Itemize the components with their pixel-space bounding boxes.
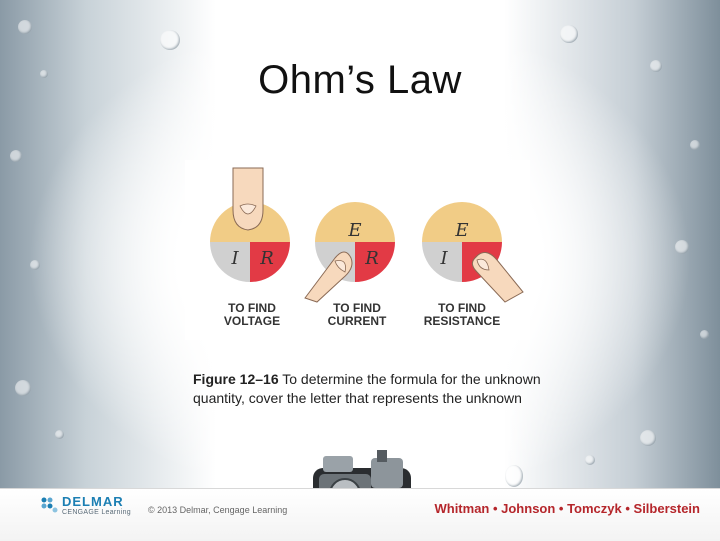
publisher-name: DELMAR [62,494,124,509]
water-drop [650,60,662,72]
label-line-1: TO FIND [333,301,381,315]
water-drop [690,140,700,150]
resistance-label: TO FIND RESISTANCE [417,302,507,328]
letter-i: I [439,248,448,269]
label-line-2: CURRENT [327,314,387,328]
water-drop [585,455,595,465]
circle-top-segment [315,202,395,242]
circle-left-segment [422,242,462,282]
fingernail-icon [334,260,346,273]
water-drop [675,240,689,254]
current-circle: E R [304,202,395,303]
voltage-label: TO FIND VOLTAGE [207,302,297,328]
finger-icon [232,167,264,231]
label-line-1: TO FIND [228,301,276,315]
water-drop [640,430,656,446]
footer-bar [0,488,720,541]
voltage-circle: I R [210,167,290,282]
label-line-2: VOLTAGE [223,314,281,328]
resistance-circle: E I [422,202,524,303]
water-drop [40,70,48,78]
water-drop [505,465,523,487]
water-drop [160,30,180,50]
delmar-logo-icon [41,497,58,513]
label-line-1: TO FIND [438,301,486,315]
copyright-text: © 2013 Delmar, Cengage Learning [148,505,288,515]
water-drop [15,380,31,396]
circle-left-segment [210,242,250,282]
water-drop [18,20,32,34]
letter-r: R [259,248,274,269]
ohms-law-circles: I R E R E I [210,167,524,303]
caption-text: To determine the formula for the unknown… [193,371,541,406]
ohms-law-figure: I R E R E I TO FIND VOLTAGE [185,160,530,340]
letter-i: I [230,248,239,269]
circle-right-segment [355,242,395,282]
publisher-sub: CENGAGE Learning [62,509,131,516]
letter-r: R [364,248,379,269]
figure-number: Figure 12–16 [193,371,279,387]
water-drop [10,150,22,162]
fingernail-icon [476,258,490,271]
circle-right-segment [250,242,290,282]
fingernail-icon [239,203,257,215]
water-drop [30,260,40,270]
water-drop [55,430,64,439]
figure-caption: Figure 12–16 To determine the formula fo… [193,370,553,408]
authors-text: Whitman • Johnson • Tomczyk • Silberstei… [434,501,700,516]
letter-e: E [454,220,468,241]
water-drop [700,330,709,339]
label-line-2: RESISTANCE [423,314,501,328]
water-drop [560,25,578,43]
letter-e: E [347,220,361,241]
slide-title: Ohm’s Law [258,58,462,102]
current-label: TO FIND CURRENT [312,302,402,328]
circle-top-segment [422,202,502,242]
